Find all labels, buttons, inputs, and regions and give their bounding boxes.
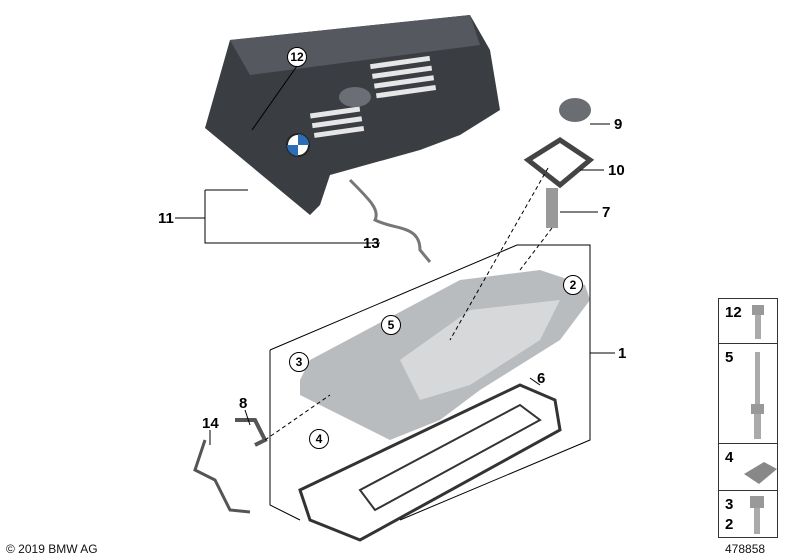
- callout-5: 5: [381, 315, 401, 335]
- legend-label: 5: [725, 349, 734, 366]
- legend-box-12: 12: [718, 298, 778, 344]
- diagram-number: 478858: [725, 542, 766, 556]
- stud-bolt-icon: [754, 414, 761, 439]
- callout-3: 3: [289, 352, 309, 372]
- callout-8: 8: [239, 395, 248, 412]
- legend-label: 4: [725, 449, 734, 466]
- legend-box-3-2: 3 2: [718, 490, 778, 538]
- bolt-icon: [755, 315, 761, 339]
- callout-10: 10: [608, 162, 625, 179]
- callout-2: 2: [563, 275, 583, 295]
- legend-label: 3: [725, 496, 734, 513]
- callout-7: 7: [602, 204, 611, 221]
- vent-hose: [348, 178, 432, 263]
- copyright: © 2019 BMW AG: [6, 542, 98, 556]
- sleeve: [546, 188, 558, 228]
- callout-4: 4: [309, 429, 329, 449]
- seal: [523, 137, 595, 189]
- callout-9: 9: [614, 116, 623, 133]
- callout-12: 12: [287, 47, 307, 67]
- callout-11: 11: [158, 210, 174, 227]
- legend-label: 12: [725, 304, 742, 321]
- screw-icon: [754, 508, 760, 534]
- bracket-14: [193, 439, 251, 514]
- gasket: [298, 383, 562, 542]
- oil-filler-cap: [559, 98, 591, 122]
- legend-box-4: 4: [718, 443, 778, 491]
- legend-label: 2: [725, 516, 734, 533]
- callout-13: 13: [363, 235, 380, 252]
- legend-box-5: 5: [718, 343, 778, 444]
- clip-nut-icon: [744, 462, 777, 484]
- callout-14: 14: [202, 415, 219, 432]
- callout-6: 6: [537, 370, 546, 387]
- callout-1: 1: [618, 345, 627, 362]
- engine-cover: [205, 15, 500, 215]
- bracket-8: [235, 418, 268, 447]
